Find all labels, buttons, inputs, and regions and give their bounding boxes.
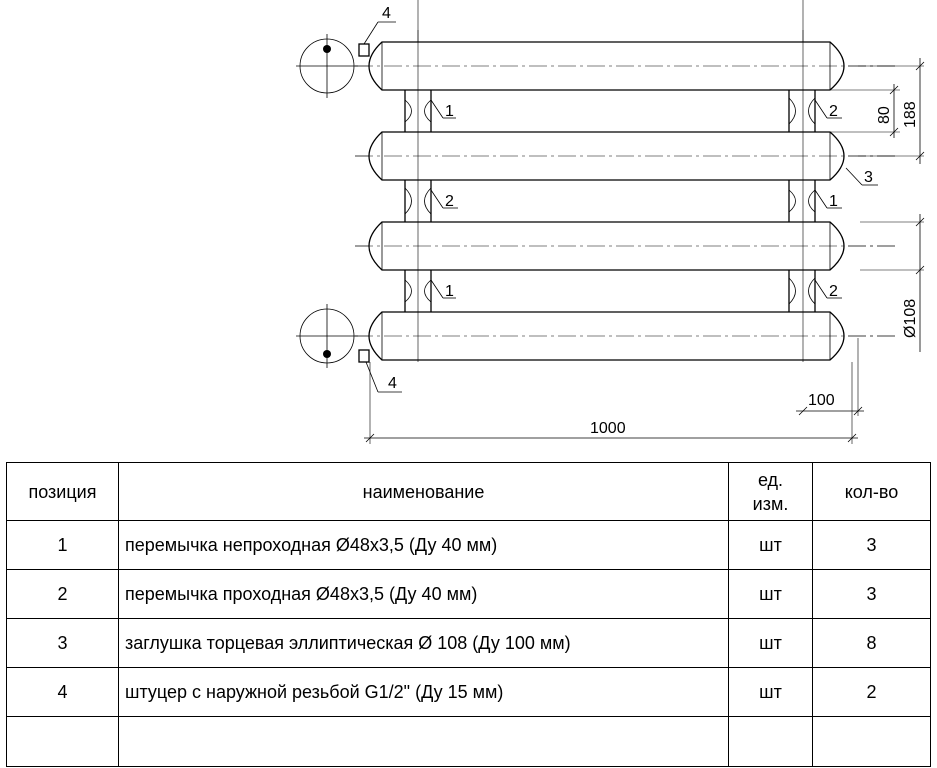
cell-qty: [812, 716, 931, 767]
header-name: наименование: [118, 462, 729, 521]
dimension-end-offset-label: 100: [808, 392, 835, 409]
cell-qty: 8: [812, 618, 931, 668]
header-position: позиция: [6, 462, 119, 521]
cell-name: штуцер с наружной резьбой G1/2" (Ду 15 м…: [118, 667, 729, 717]
callout-row1-right: 2: [829, 103, 838, 120]
table-header-row: позиция наименование ед. изм. кол-во: [6, 462, 931, 521]
table-row: 2 перемычка проходная Ø48х3,5 (Ду 40 мм)…: [6, 569, 931, 619]
cell-qty: 3: [812, 520, 931, 570]
dimension-overall-height: [858, 58, 925, 164]
cell-unit: [728, 716, 813, 767]
cell-qty: 2: [812, 667, 931, 717]
dimension-length-label: 1000: [590, 420, 626, 437]
top-fitting: [296, 21, 396, 98]
table-row: 4 штуцер с наружной резьбой G1/2" (Ду 15…: [6, 667, 931, 717]
cell-position: 1: [6, 520, 119, 570]
callout-row3-right: 2: [829, 283, 838, 300]
cell-qty: 3: [812, 569, 931, 619]
dimension-overall-height-label: 188: [902, 101, 919, 128]
callout-row2-left: 2: [445, 193, 454, 210]
header-qty: кол-во: [812, 462, 931, 521]
header-unit: ед. изм.: [728, 462, 813, 521]
dimension-end-offset: [796, 338, 864, 416]
connector-row-2: [404, 177, 816, 225]
cell-name: перемычка проходная Ø48х3,5 (Ду 40 мм): [118, 569, 729, 619]
cell-unit: шт: [728, 520, 813, 570]
cell-unit: шт: [728, 618, 813, 668]
cell-position: [6, 716, 119, 767]
cell-position: 3: [6, 618, 119, 668]
cell-unit: шт: [728, 667, 813, 717]
callout-row1-left: 1: [445, 103, 454, 120]
dimension-pipe-diameter-label: Ø108: [902, 299, 919, 338]
bottom-fitting: [296, 304, 402, 393]
cell-position: 4: [6, 667, 119, 717]
header-unit-line2: изм.: [752, 493, 789, 514]
table-row: [6, 716, 931, 767]
cell-position: 2: [6, 569, 119, 619]
connector-row-1: [404, 87, 816, 135]
connector-row-3: [404, 267, 816, 315]
dimension-pitch: [830, 84, 900, 138]
dimension-length: [364, 362, 858, 444]
callout-end-cap: 3: [864, 169, 873, 186]
specification-table: позиция наименование ед. изм. кол-во 1 п…: [6, 462, 931, 767]
cell-unit: шт: [728, 569, 813, 619]
cell-name: заглушка торцевая эллиптическая Ø 108 (Д…: [118, 618, 729, 668]
dimension-pipe-diameter: [860, 214, 925, 352]
cell-name: [118, 716, 729, 767]
callout-bottom-fitting: 4: [388, 375, 397, 392]
pipe-4: [368, 311, 845, 361]
leaders: [430, 99, 878, 299]
callout-row2-right: 1: [829, 193, 838, 210]
radiator-drawing: 4 4 1 2 2 1 1 2 3 80 188: [296, 0, 925, 444]
dimension-pitch-label: 80: [876, 106, 893, 124]
callout-row3-left: 1: [445, 283, 454, 300]
table-row: 3 заглушка торцевая эллиптическая Ø 108 …: [6, 618, 931, 668]
cell-name: перемычка непроходная Ø48х3,5 (Ду 40 мм): [118, 520, 729, 570]
header-unit-line1: ед.: [757, 469, 784, 490]
table-row: 1 перемычка непроходная Ø48х3,5 (Ду 40 м…: [6, 520, 931, 570]
callout-top-fitting: 4: [382, 5, 391, 22]
pipe-2: [368, 131, 845, 181]
